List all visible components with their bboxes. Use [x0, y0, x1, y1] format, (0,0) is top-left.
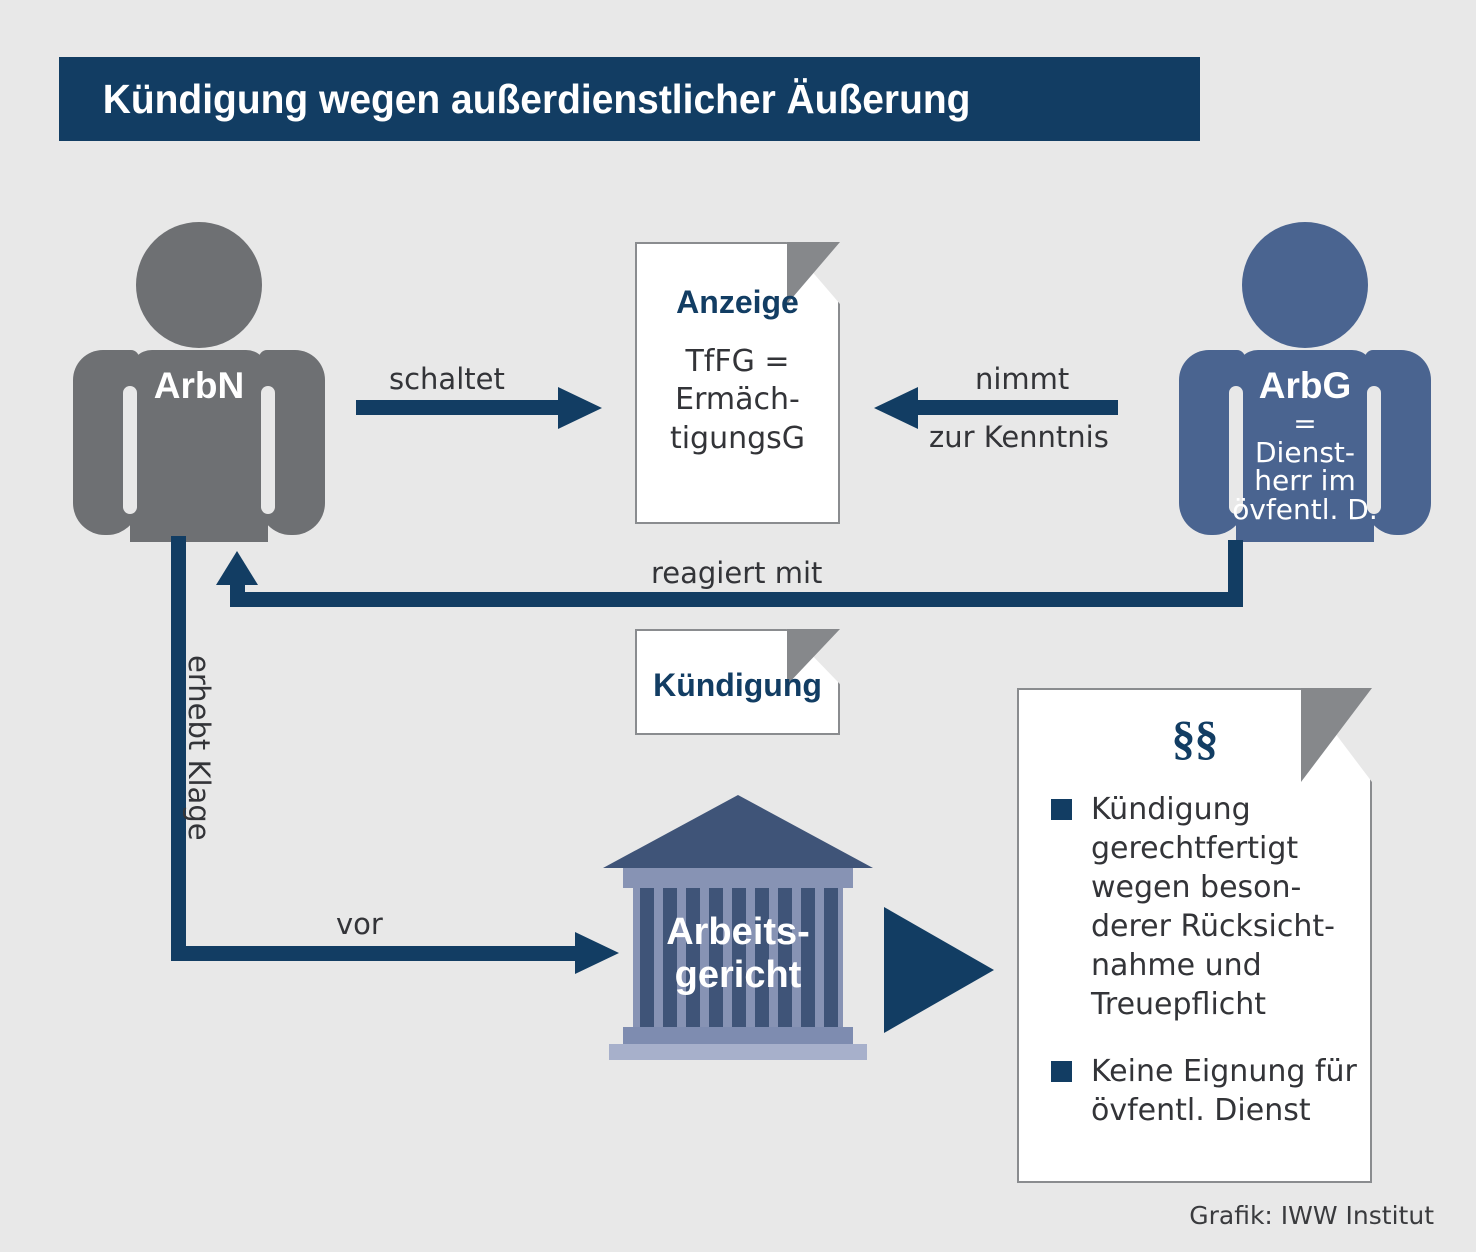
arrow-klage-head — [575, 932, 619, 974]
court-column — [686, 888, 700, 1027]
employer-sleeve-gap-left — [1229, 386, 1243, 514]
law-content: §§ — [1017, 688, 1372, 1183]
paragraph-symbol-icon: §§ — [1171, 712, 1219, 765]
title-bar: Kündigung wegen außerdienstlicher Äußeru… — [59, 57, 1200, 141]
graphic-credit: Grafik: IWW Institut — [1189, 1201, 1434, 1230]
employer-sublabel: = Dienst- herr im övfentl. D. — [1232, 407, 1378, 526]
bullet-square-icon — [1051, 1061, 1072, 1082]
court-column — [755, 888, 769, 1027]
employer-torso — [1236, 350, 1374, 542]
anzeige-body: TfFG = Ermäch- tigungsG — [669, 344, 806, 456]
law-bullet-text: Keine Eignung für övfentl. Dienst — [1091, 1054, 1357, 1128]
page-title: Kündigung wegen außerdienstlicher Äußeru… — [102, 75, 971, 122]
employee-head — [136, 222, 262, 348]
arrow-reagiert-head — [216, 551, 258, 585]
law-corner-fold — [1301, 688, 1372, 782]
document-law: §§ Kündigung gerechtfertigt wegen beson-… — [1017, 688, 1372, 1183]
arrow-nimmt-head — [874, 387, 918, 429]
court-column — [824, 888, 838, 1027]
court-roof-icon — [603, 795, 873, 868]
court-base — [623, 1027, 853, 1049]
employee-sleeve-gap-left — [123, 386, 137, 514]
arrow-schaltet-shaft — [356, 400, 560, 415]
anzeige-title: Anzeige — [676, 284, 799, 320]
anzeige-corner-fold — [787, 242, 840, 304]
arrow-label-vor: vor — [336, 907, 383, 941]
document-kuendigung: Kündigung — [635, 629, 840, 735]
arrow-schaltet-head — [558, 387, 602, 429]
bullet-square-icon — [1051, 799, 1072, 820]
list-item: Keine Eignung für övfentl. Dienst — [1051, 1052, 1369, 1130]
result-triangle-icon — [884, 907, 994, 1033]
actor-employee: ArbN — [59, 222, 339, 542]
list-item: Kündigung gerechtfertigt wegen beson- de… — [1051, 790, 1369, 1024]
employee-torso — [130, 350, 268, 542]
court-building: Arbeits- gericht — [603, 795, 873, 1070]
court-column — [778, 888, 792, 1027]
law-bullet-list: Kündigung gerechtfertigt wegen beson- de… — [1051, 790, 1369, 1158]
employee-sleeve-gap-right — [261, 386, 275, 514]
anzeige-content: Anzeige TfFG = Ermäch- tigungsG — [635, 242, 840, 524]
court-column — [640, 888, 654, 1027]
kuendigung-title: Kündigung — [653, 667, 822, 703]
arrow-reagiert-vertical-right — [1228, 540, 1243, 607]
court-column — [732, 888, 746, 1027]
actor-employer: ArbG = Dienst- herr im övfentl. D. — [1165, 222, 1445, 542]
court-column — [709, 888, 723, 1027]
employer-sleeve-gap-right — [1367, 386, 1381, 514]
arrow-label-erhebt-klage: erhebt Klage — [182, 655, 216, 841]
document-anzeige: Anzeige TfFG = Ermäch- tigungsG — [635, 242, 840, 524]
employee-label: ArbN — [153, 365, 245, 406]
arrow-klage-horizontal — [171, 946, 577, 961]
court-label: Arbeits- gericht — [666, 911, 810, 996]
court-entablature — [623, 868, 853, 888]
law-bullet-text: Kündigung gerechtfertigt wegen beson- de… — [1091, 792, 1335, 1022]
arrow-nimmt-shaft — [918, 400, 1118, 415]
court-column — [663, 888, 677, 1027]
court-plinth — [609, 1044, 867, 1060]
arrow-label-nimmt-top: nimmt — [975, 362, 1070, 396]
arrow-reagiert-horizontal — [230, 592, 1243, 607]
arrow-label-schaltet: schaltet — [389, 362, 505, 396]
arrow-label-reagiert: reagiert mit — [651, 556, 823, 590]
kuendigung-corner-fold — [787, 629, 840, 685]
employer-label: ArbG — [1258, 365, 1352, 406]
arrow-klage-vertical — [171, 536, 186, 961]
arrow-label-nimmt-bottom: zur Kenntnis — [929, 420, 1109, 454]
court-column — [801, 888, 815, 1027]
kuendigung-content: Kündigung — [635, 629, 840, 735]
employer-head — [1242, 222, 1368, 348]
